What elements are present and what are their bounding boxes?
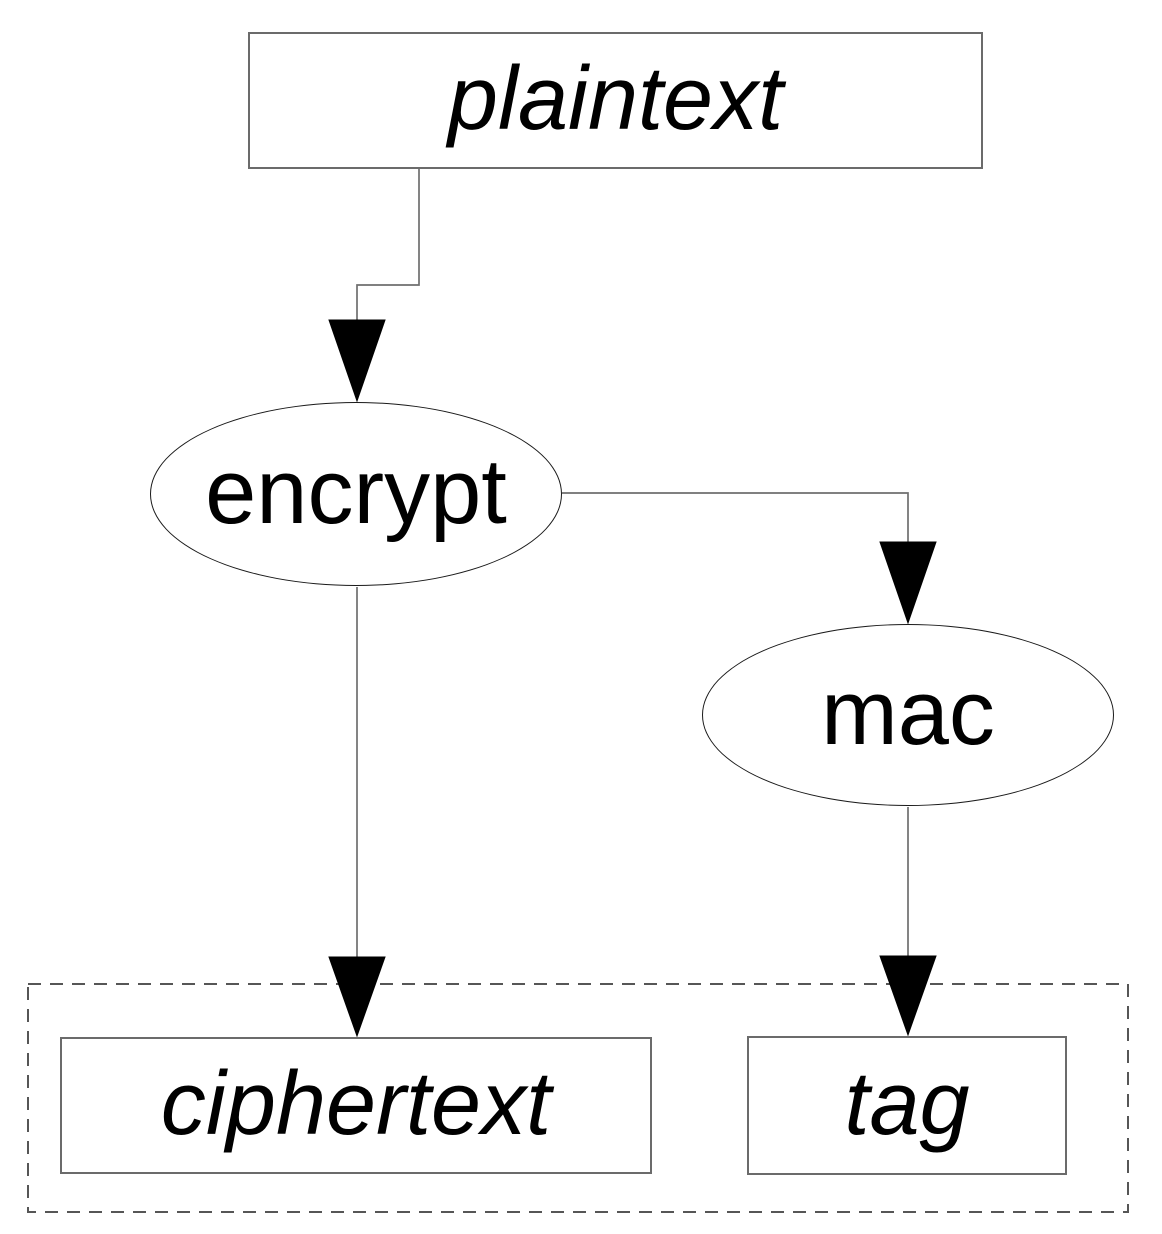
arrowhead-into-mac (879, 541, 937, 625)
arrowhead-into-encrypt (328, 319, 386, 403)
node-encrypt-label: encrypt (205, 441, 507, 543)
node-mac-label: mac (821, 662, 995, 764)
node-mac: mac (702, 624, 1114, 806)
node-ciphertext: ciphertext (60, 1037, 652, 1174)
node-encrypt: encrypt (150, 402, 562, 586)
node-plaintext-label: plaintext (447, 48, 784, 149)
node-tag-label: tag (844, 1053, 970, 1154)
node-ciphertext-label: ciphertext (160, 1053, 552, 1154)
edge-plaintext-encrypt (356, 169, 420, 321)
node-plaintext: plaintext (248, 32, 983, 169)
arrowhead-into-ciphertext (328, 956, 386, 1038)
node-tag: tag (747, 1036, 1067, 1175)
arrowhead-into-tag (879, 955, 937, 1037)
output-group-dashed-border (27, 983, 1129, 1213)
edge-encrypt-mac (562, 492, 909, 543)
